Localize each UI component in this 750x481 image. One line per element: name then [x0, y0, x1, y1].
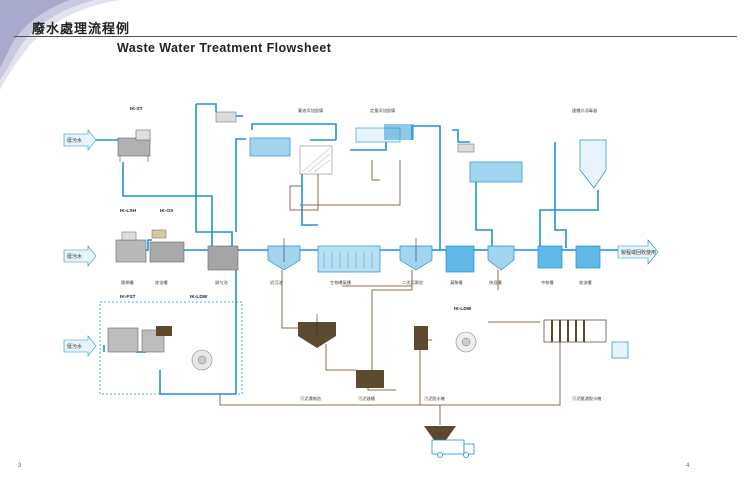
sludge-storage-tank — [356, 370, 384, 388]
label-aeration: 生物曝氣槽 — [330, 279, 352, 286]
inlet-label-2: 廢污水 — [67, 253, 82, 260]
rotary-drum — [191, 349, 213, 371]
page-number-left: 3 — [18, 463, 22, 469]
label-oil-tank: 除油槽 — [155, 279, 168, 286]
header-divider — [14, 36, 737, 37]
flocculation-tank — [487, 245, 515, 271]
fine-screen-unit — [107, 326, 172, 353]
sand-filter-tank — [457, 143, 523, 183]
tag-ik-lsh: IK-LSH — [120, 208, 137, 214]
screen-unit-top — [117, 129, 151, 162]
label-floc-tank: 快混槽 — [489, 279, 502, 286]
sludge-tank-small — [414, 326, 428, 350]
primary-clarifier — [267, 238, 301, 271]
screen-tank — [115, 231, 147, 263]
outlet-label: 製程或回收使用 — [621, 249, 656, 256]
filter-press — [543, 319, 629, 359]
page-number-right: 4 — [686, 463, 690, 469]
label-sludge-storage: 污泥儲槽 — [358, 395, 376, 402]
sludge-pipes — [219, 160, 561, 425]
label-chlorine: 連續式消毒器 — [572, 107, 598, 114]
label-primary: 初沉池 — [270, 279, 283, 286]
inclined-plate-unit — [299, 145, 333, 175]
sludge-hopper — [424, 426, 456, 440]
page-title-english: Waste Water Treatment Flowsheet — [117, 41, 332, 55]
label-coag-tank: 凝聚槽 — [450, 279, 463, 286]
belt-press — [455, 331, 477, 353]
label-secondary: 二次沉澱池 — [402, 279, 424, 286]
inlet-label-1: 廢污水 — [67, 137, 82, 144]
sludge-thickener — [298, 314, 336, 348]
label-coagulant-2: 定量添加設備 — [370, 107, 395, 114]
label-coagulant-1: 藥液添加設備 — [298, 107, 323, 114]
coagulation-tank — [445, 245, 475, 273]
label-sludge-dewater: 污泥脫水機 — [424, 395, 446, 402]
inlet-arrow-1: 廢污水 — [63, 129, 97, 151]
inlet-arrow-2: 廢污水 — [63, 245, 97, 267]
coagulant-tank-top — [215, 111, 291, 157]
page-title-chinese: 廢水處理流程例 — [32, 22, 131, 37]
oil-separator — [149, 229, 185, 263]
label-sludge-filter: 污泥壓濾脫水機 — [572, 395, 602, 402]
chlorine-silo — [579, 139, 607, 189]
tag-ik-ldw-2: IK-LDW — [454, 306, 472, 312]
tag-ik-fst: IK-FST — [120, 294, 136, 300]
sludge-truck-icon — [431, 439, 475, 458]
aeration-tank — [317, 245, 381, 273]
pretreatment-boundary — [99, 301, 243, 395]
discharge-tank — [575, 245, 601, 269]
label-equalization: 調勻池 — [215, 279, 228, 286]
tag-ik-st: IK-ST — [130, 106, 143, 112]
outlet-arrow: 製程或回收使用 — [617, 239, 659, 265]
label-neutral: 中和槽 — [541, 279, 554, 286]
chemical-dosing-set — [355, 124, 414, 143]
equalization-tank — [207, 245, 239, 271]
secondary-clarifier — [399, 238, 433, 271]
label-screen-tank: 篩網槽 — [121, 279, 134, 286]
label-sludge-thick: 污泥濃縮池 — [300, 395, 322, 402]
neutralization-tank — [537, 245, 563, 269]
header-swoosh — [0, 0, 120, 90]
tag-ik-ldw: IK-LDW — [190, 294, 208, 300]
inlet-label-3: 廢污水 — [67, 343, 82, 350]
tag-ik-os: IK-OS — [160, 208, 174, 214]
inlet-arrow-3: 廢污水 — [63, 335, 97, 357]
label-discharge: 放流槽 — [579, 279, 592, 286]
